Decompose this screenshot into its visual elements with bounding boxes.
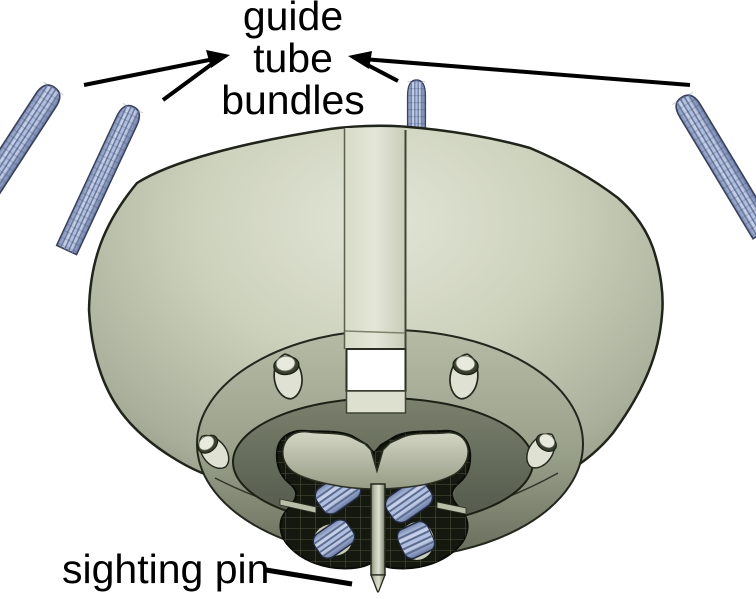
guide-leader-right-long [362,57,691,87]
front-slot-lower [345,348,407,414]
guide-label-line1: guide [242,0,344,39]
sighting-pin-label: sighting pin [62,546,270,592]
sighting-pin-leader [265,567,353,587]
clover-top-face [282,430,469,490]
guide-label-line3: bundles [221,77,365,123]
guide-label-line2: tube [253,35,333,81]
clover-tier-edge-right [436,501,467,515]
guide-leader-left-short [161,59,218,102]
guide-arrowhead-left [206,50,230,68]
front-slot [343,128,407,349]
clover-tier-edge-left [279,498,317,514]
guide-tube-bundle-right [670,90,756,240]
guide-tube-bundles-label: guide tube bundles [203,0,383,121]
sighting-pin [370,483,386,593]
guide-tube-bundle-left-outer [0,79,66,228]
guide-arrowhead-right [348,51,372,69]
guide-leader-left-long [83,57,215,87]
